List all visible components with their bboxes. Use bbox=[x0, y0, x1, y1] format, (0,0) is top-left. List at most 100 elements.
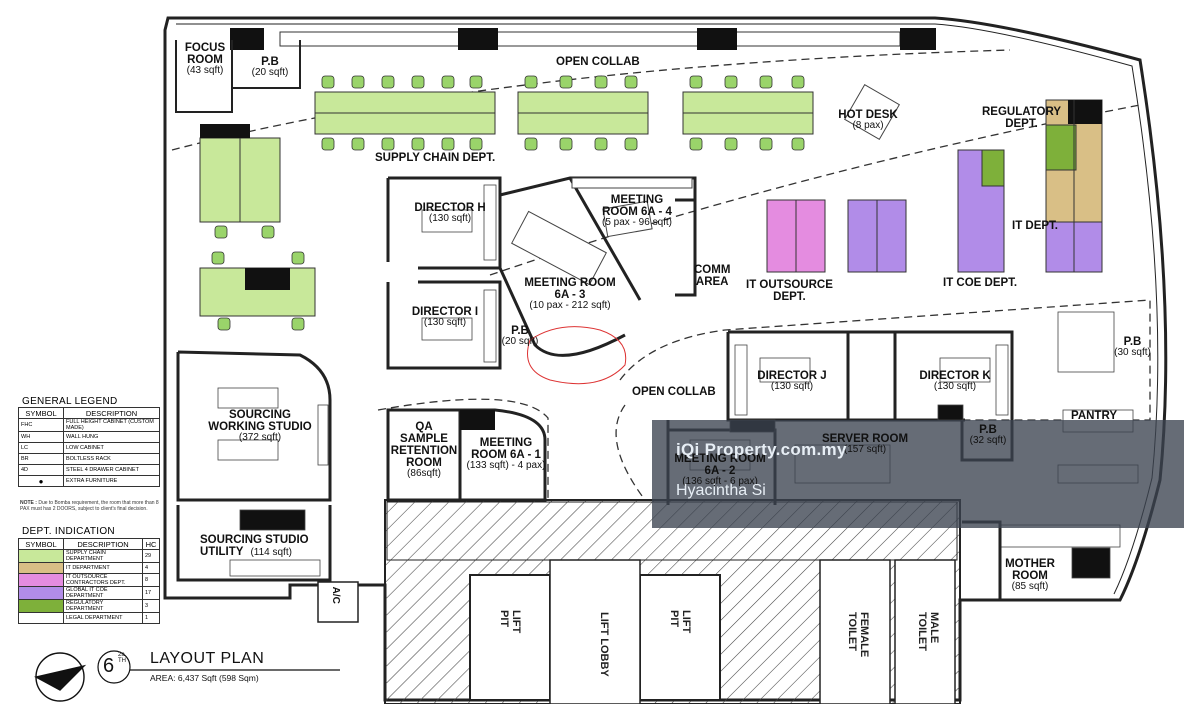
meeting-6a2-label: MEETING ROOM 6A - 2 (136 sqft - 6 pax) bbox=[670, 453, 770, 488]
gl-header-symbol: SYMBOL bbox=[18, 407, 64, 419]
qa-dark-cabinet bbox=[460, 410, 495, 430]
pb-top-label: P.B (20 sqft) bbox=[240, 56, 300, 79]
floor-suffix: 2a TH bbox=[118, 652, 126, 664]
meeting-6a3-area: (10 pax - 212 sqft) bbox=[529, 300, 611, 312]
sourcing-ws-name: SOURCING WORKING STUDIO bbox=[208, 409, 312, 434]
comm-area-walls bbox=[675, 198, 697, 297]
pb-mid-area: (20 sqft) bbox=[501, 336, 539, 348]
plan-title: LAYOUT PLAN bbox=[150, 650, 265, 667]
chairs-supply-chain bbox=[211, 75, 805, 331]
comm-area-label: COMM AREA bbox=[694, 264, 731, 289]
hot-desk-label: HOT DESK (8 pax) bbox=[828, 109, 908, 132]
sourcing-studio-walls bbox=[176, 350, 332, 582]
director-rooms-left bbox=[386, 176, 502, 370]
pb-low-area: (32 sqft) bbox=[969, 435, 1007, 447]
extra-furniture-icon: ● bbox=[18, 475, 64, 487]
lift-pit-2-label: LIFT PIT bbox=[668, 610, 692, 634]
focus-room-name: FOCUS ROOM bbox=[184, 42, 226, 67]
open-collab-mid-label: OPEN COLLAB bbox=[632, 386, 716, 398]
qa-sample-area: (86sqft) bbox=[407, 468, 441, 480]
meeting-6a4-label: MEETING ROOM 6A - 4 (5 pax - 96 sqft) bbox=[592, 194, 682, 229]
dl-header-symbol: SYMBOL bbox=[18, 538, 64, 550]
mother-room-walls bbox=[962, 520, 1002, 602]
pb-low-label: P.B (32 sqft) bbox=[968, 424, 1008, 447]
pantry-label: PANTRY bbox=[1071, 410, 1117, 422]
gl-symbol: BR bbox=[18, 453, 64, 465]
dl-header-hc: HC bbox=[142, 538, 160, 550]
dept-desc: REGULATORY DEPARTMENT bbox=[63, 599, 143, 613]
hot-desk-table bbox=[843, 83, 901, 141]
dl-header-desc: DESCRIPTION bbox=[63, 538, 143, 550]
dept-hc: 1 bbox=[142, 612, 160, 624]
meeting-6a1-label: MEETING ROOM 6A - 1 (133 sqft) - 4 pax) bbox=[466, 437, 546, 472]
meeting-6a2-name: MEETING ROOM 6A - 2 bbox=[674, 453, 766, 478]
dept-legend-table: SYMBOL DESCRIPTION HC SUPPLY CHAIN DEPAR… bbox=[18, 538, 160, 624]
general-legend-header: SYMBOL DESCRIPTION bbox=[18, 407, 160, 419]
sourcing-ws-area: (372 sqft) bbox=[238, 432, 282, 444]
gl-desc: STEEL 4 DRAWER CABINET bbox=[63, 464, 160, 476]
red-sketch-mark bbox=[527, 326, 627, 385]
pb-mid-label: P.B (20 sqft) bbox=[500, 325, 540, 348]
dept-color-swatch bbox=[18, 586, 64, 600]
sourcing-studio-furniture bbox=[217, 387, 329, 577]
director-j-name: DIRECTOR J bbox=[757, 370, 827, 382]
table-row: ●EXTRA FURNITURE bbox=[18, 475, 160, 487]
sourcing-util-area: (114 sqft) bbox=[250, 547, 292, 559]
it-coe-label: IT COE DEPT. bbox=[943, 277, 1018, 289]
qa-sample-name: QA SAMPLE RETENTION ROOM bbox=[390, 421, 458, 470]
female-toilet-label: FEMALE TOILET bbox=[846, 612, 870, 658]
focus-room-walls bbox=[175, 40, 301, 113]
pb-right-label: P.B (30 sqft) bbox=[1110, 336, 1155, 359]
general-legend-title: GENERAL LEGEND bbox=[22, 396, 118, 407]
director-k-name: DIRECTOR K bbox=[919, 370, 991, 382]
it-desks bbox=[766, 99, 1103, 273]
watermark-name: Hyacintha Si bbox=[676, 482, 766, 499]
pb-top-area: (20 sqft) bbox=[251, 67, 289, 79]
hot-desk-area: (8 pax) bbox=[852, 120, 884, 132]
director-i-label: DIRECTOR I (130 sqft) bbox=[400, 306, 490, 329]
dept-desc: IT OUTSOURCE CONTRACTORS DEPT. bbox=[63, 573, 143, 587]
server-room-area: (157 sqft) bbox=[843, 444, 887, 456]
dept-desc: SUPPLY CHAIN DEPARTMENT bbox=[63, 549, 143, 563]
director-h-label: DIRECTOR H (130 sqft) bbox=[405, 202, 495, 225]
table-row: IT OUTSOURCE CONTRACTORS DEPT.8 bbox=[18, 573, 160, 587]
dept-desc: GLOBAL IT COE DEPARTMENT bbox=[63, 586, 143, 600]
dept-legend-header: SYMBOL DESCRIPTION HC bbox=[18, 538, 160, 550]
dept-color-swatch bbox=[18, 612, 64, 624]
supply-chain-label: SUPPLY CHAIN DEPT. bbox=[375, 152, 496, 164]
director-h-name: DIRECTOR H bbox=[414, 202, 486, 214]
focus-room-label: FOCUS ROOM (43 sqft) bbox=[180, 42, 230, 77]
meeting-6a4-area: (5 pax - 96 sqft) bbox=[601, 217, 673, 229]
director-i-area: (130 sqft) bbox=[423, 317, 467, 329]
male-toilet-label: MALE TOILET bbox=[916, 612, 940, 651]
core-area bbox=[384, 499, 961, 704]
server-room-label: SERVER ROOM (157 sqft) bbox=[815, 433, 915, 456]
pb-right-name: P.B bbox=[1123, 336, 1142, 348]
focus-room-area: (43 sqft) bbox=[186, 65, 224, 77]
mother-room-label: MOTHER ROOM (85 sqft) bbox=[1000, 558, 1060, 593]
dept-color-swatch bbox=[18, 573, 64, 587]
gl-desc: EXTRA FURNITURE bbox=[63, 475, 160, 487]
north-arrow-icon bbox=[34, 652, 87, 702]
it-outsource-label: IT OUTSOURCE DEPT. bbox=[746, 279, 833, 304]
meeting-6a4-name: MEETING ROOM 6A - 4 bbox=[602, 194, 672, 219]
legend-note-text: Due to Bomba requirement, the room that … bbox=[20, 500, 159, 512]
director-furniture-left bbox=[421, 184, 497, 363]
dept-color-swatch bbox=[18, 562, 64, 574]
ac-box bbox=[317, 581, 359, 623]
legend-note-title: NOTE : bbox=[20, 500, 37, 506]
mother-room-name: MOTHER ROOM bbox=[1005, 558, 1055, 583]
pb-top-name: P.B bbox=[261, 56, 279, 68]
gl-header-desc: DESCRIPTION bbox=[63, 407, 160, 419]
dept-hc: 3 bbox=[142, 599, 160, 613]
hot-desk-name: HOT DESK bbox=[838, 109, 898, 121]
it-dept-label: IT DEPT. bbox=[1012, 220, 1059, 232]
dept-color-swatch bbox=[18, 549, 64, 563]
